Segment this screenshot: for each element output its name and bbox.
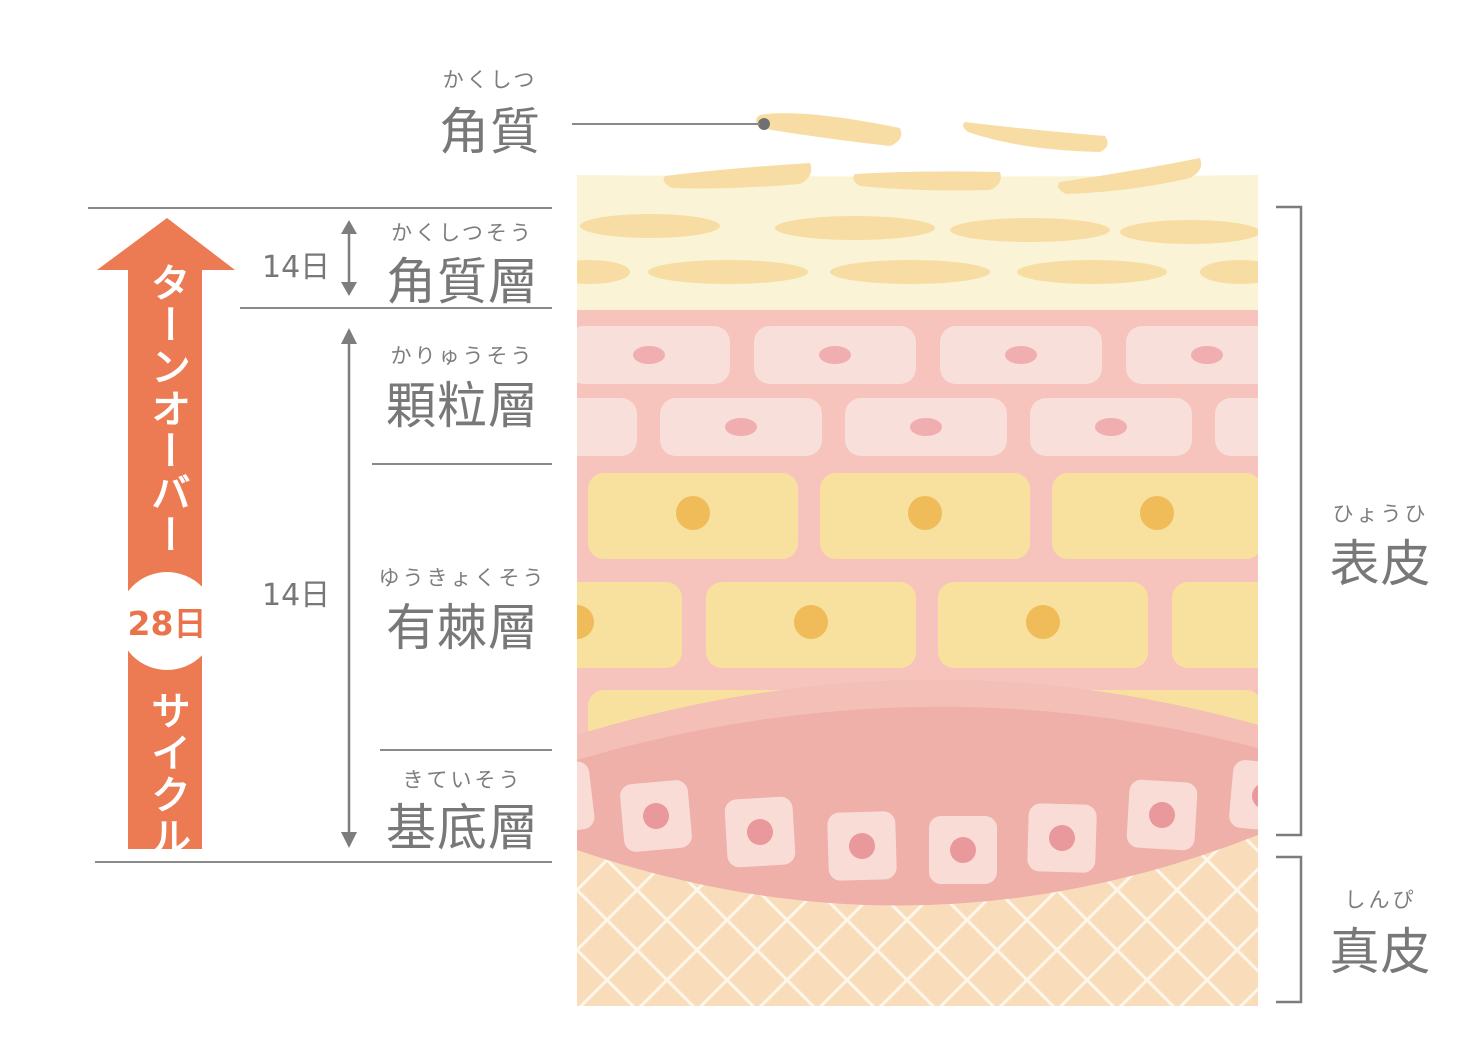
- hyouhi-label: 表皮: [1329, 535, 1432, 593]
- dermis-fiber: [217, 830, 397, 1010]
- basal-cell: [1229, 760, 1258, 832]
- granular-layer: [577, 326, 1258, 456]
- duration-arrows: [341, 220, 357, 848]
- kiteisou-ruby: きていそう: [402, 768, 523, 792]
- yuukyokusou-label: 有棘層: [386, 599, 539, 657]
- corneum-top-line: [88, 207, 552, 209]
- corneum-cell: [830, 260, 990, 284]
- corneum-duration: 14日: [262, 250, 331, 285]
- shinpi-ruby: しんぴ: [1344, 888, 1417, 912]
- dermis-fiber: [1175, 835, 1258, 1006]
- kakushitsusou-ruby: かくしつそう: [391, 221, 534, 245]
- basal-cell: [928, 815, 998, 885]
- granular-cell: [577, 398, 637, 456]
- basal-cell: [724, 796, 796, 868]
- corneum-cell: [1120, 220, 1258, 244]
- spinous-nucleus: [908, 496, 942, 530]
- right-brackets: [1276, 205, 1303, 1004]
- basal-cells: [544, 760, 1258, 885]
- hyouhi-ruby: ひょうひ: [1332, 502, 1429, 526]
- granular-nucleus: [819, 346, 851, 364]
- karyuusou-ruby: かりゅうそう: [390, 344, 535, 368]
- corneum-cell: [1200, 260, 1258, 284]
- corneum-cell: [950, 218, 1110, 242]
- corneum-cell: [580, 214, 720, 238]
- kakushitsu-ruby: かくしつ: [442, 68, 538, 92]
- dermis-fiber: [1115, 835, 1258, 1006]
- kakushitsu-pointer-line: [572, 123, 760, 125]
- flake-pointer-dot: [758, 118, 770, 130]
- basal-bottom-line: [95, 861, 552, 863]
- corneum-cell: [775, 216, 935, 240]
- granular-nucleus: [633, 346, 665, 364]
- basal-nucleus: [544, 784, 573, 813]
- shinpi-label: 真皮: [1329, 923, 1432, 981]
- basal-cell: [827, 811, 897, 881]
- turnover-arrow: [97, 218, 235, 849]
- basal-cell: [620, 780, 692, 852]
- basal-nucleus: [849, 833, 875, 859]
- spinous-bottom-line: [380, 749, 552, 751]
- corneum-cell: [1017, 260, 1167, 284]
- basal-cell: [1126, 779, 1198, 851]
- granular-nucleus: [1191, 346, 1223, 364]
- granular-nucleus: [1005, 346, 1037, 364]
- corneum-cell: [577, 260, 630, 284]
- dermis-fiber: [0, 830, 157, 1010]
- spinous-nucleus: [577, 605, 594, 639]
- corneum-bottom-line: [240, 307, 552, 309]
- kiteisou-label: 基底層: [386, 799, 539, 857]
- corneum-flakes: [663, 113, 1202, 194]
- basal-nucleus: [747, 819, 773, 845]
- spinous-nucleus: [1140, 496, 1174, 530]
- basal-nucleus: [950, 837, 976, 863]
- basal-cell: [1027, 803, 1097, 873]
- kakushitsu-label: 角質: [439, 103, 541, 161]
- granular-nucleus: [725, 418, 757, 436]
- basal-nucleus: [643, 803, 669, 829]
- dermis-fiber: [0, 830, 157, 1010]
- basal-layer-top-edge: [577, 679, 1258, 760]
- karyuusou-label: 顆粒層: [386, 377, 539, 435]
- granular-nucleus: [1095, 418, 1127, 436]
- lower-layers-duration: 14日: [262, 578, 331, 613]
- stratum-corneum-cells: [577, 214, 1258, 284]
- basal-nucleus: [1149, 802, 1175, 828]
- basal-nucleus: [1049, 825, 1075, 851]
- corneum-cell: [648, 260, 808, 284]
- granular-cell: [1215, 398, 1258, 456]
- turnover-cycle: サイクル: [144, 690, 190, 858]
- spinous-nucleus: [794, 605, 828, 639]
- kakushitsusou-label: 角質層: [386, 253, 539, 311]
- dermis-fiber: [1175, 835, 1258, 1006]
- granular-nucleus: [910, 418, 942, 436]
- granular-bottom-line: [372, 463, 552, 465]
- turnover-title: ターンオーバー: [144, 262, 190, 556]
- spinous-nucleus: [676, 496, 710, 530]
- spinous-cell: [1172, 582, 1258, 668]
- spinous-nucleus: [1026, 605, 1060, 639]
- dermis-fiber: [217, 830, 397, 1010]
- yuukyokusou-ruby: ゆうきょくそう: [378, 566, 547, 590]
- turnover-days-circle: 28日: [118, 572, 216, 670]
- spinous-cell: [577, 582, 682, 668]
- stratum-corneum-bg: [577, 175, 1258, 310]
